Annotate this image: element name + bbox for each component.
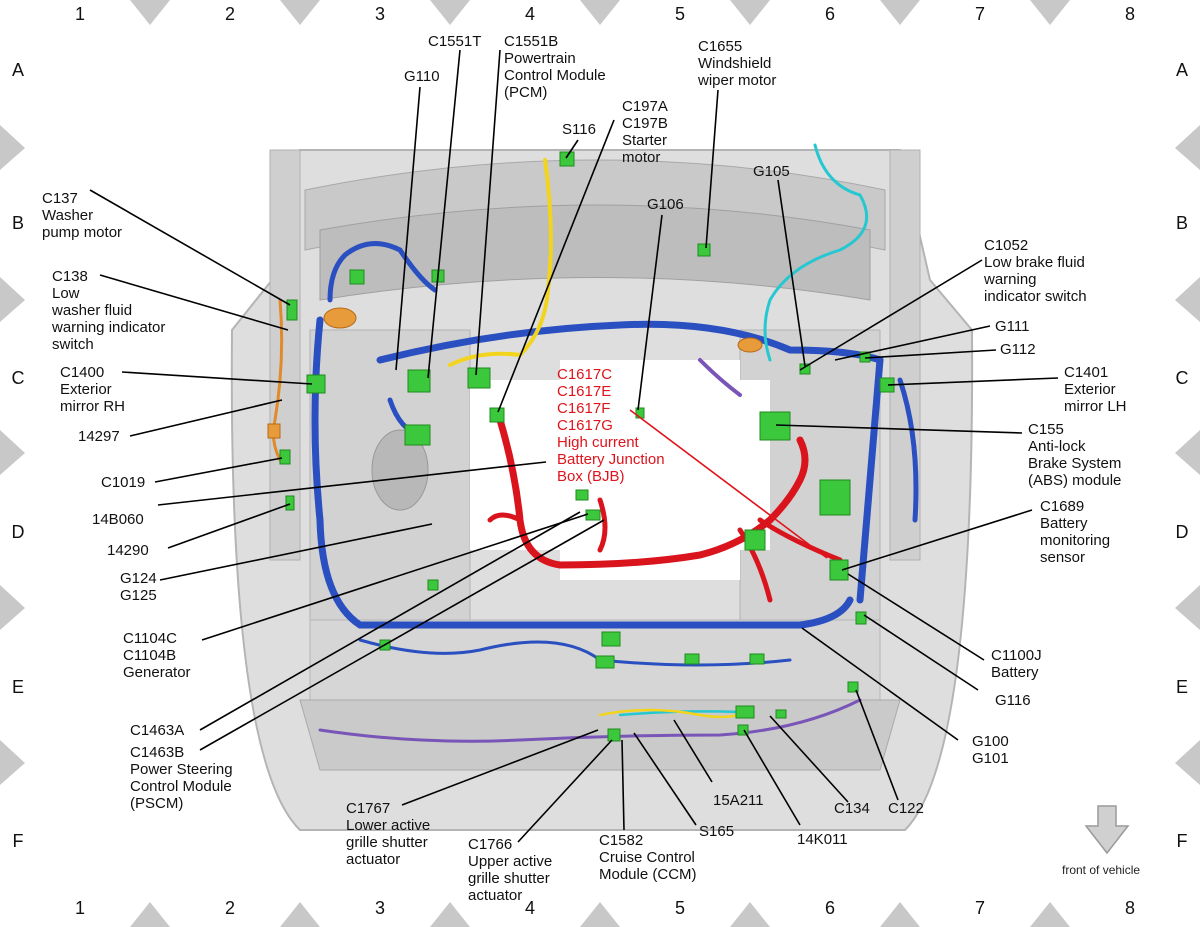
label-c1655-wiper-motor: C1655 Windshield wiper motor	[698, 38, 777, 89]
grid-row-label: B	[11, 213, 24, 233]
grid-row-label: A	[11, 60, 24, 80]
leader-lines	[89, 49, 1059, 843]
grid-column-label: 6	[824, 898, 835, 918]
label-c1100j-battery: C1100J Battery	[991, 647, 1042, 681]
label-c1400-mirror-rh: C1400 Exterior mirror RH	[60, 364, 125, 415]
label-g110: G110	[404, 68, 440, 85]
label-g116: G116	[995, 692, 1031, 709]
label-s116: S116	[562, 121, 596, 138]
grid-column-label: 7	[974, 4, 985, 24]
grid-row-label: D	[1175, 522, 1189, 542]
label-15a211: 15A211	[713, 792, 764, 809]
grid-row-label: B	[1175, 213, 1188, 233]
label-14k011: 14K011	[797, 831, 848, 848]
bjb-leader-line	[629, 409, 828, 559]
grid-row-label: F	[1176, 831, 1188, 851]
front-of-vehicle-caption: front of vehicle	[1062, 863, 1141, 877]
grid-row-label: A	[1175, 60, 1188, 80]
label-c1052-brake-fluid-switch: C1052 Low brake fluid warning indicator …	[984, 237, 1087, 305]
grid-column-label: 1	[74, 898, 85, 918]
grid-column-label: 6	[824, 4, 835, 24]
washer-parts	[267, 307, 763, 439]
label-14290: 14290	[107, 542, 149, 559]
wire-harnesses	[271, 143, 919, 743]
label-c1463a: C1463A	[130, 722, 185, 739]
front-arrow-icon	[1084, 805, 1130, 855]
grid-row-label: C	[1175, 368, 1189, 388]
connectors	[279, 151, 895, 742]
grid-column-label: 2	[224, 4, 235, 24]
vehicle-body	[230, 149, 974, 831]
grid-column-label: 8	[1124, 4, 1135, 24]
label-c1551t: C1551T	[428, 33, 482, 50]
label-g105: G105	[753, 163, 790, 180]
label-c1019: C1019	[101, 474, 146, 491]
grid-row-label: E	[11, 677, 24, 697]
label-g124-g125: G124 G125	[120, 570, 157, 604]
label-c197-starter-motor: C197A C197B Starter motor	[622, 98, 668, 166]
label-c137-washer-pump: C137 Washer pump motor	[42, 190, 123, 241]
label-c1104-generator: C1104C C1104B Generator	[123, 630, 191, 681]
label-c1689-battery-sensor: C1689 Battery monitoring sensor	[1040, 498, 1111, 566]
label-c134: C134	[834, 800, 870, 817]
label-14b060: 14B060	[92, 511, 144, 528]
label-c1767-lower-grille-shutter: C1767 Lower active grille shutter actuat…	[346, 800, 431, 868]
label-g112: G112	[1000, 341, 1036, 358]
label-s165: S165	[699, 823, 735, 840]
grid-column-label: 3	[374, 898, 385, 918]
grid-row-label: F	[12, 831, 24, 851]
grid-row-label: E	[1175, 677, 1188, 697]
grid-column-label: 2	[224, 898, 235, 918]
label-c1551b-pcm: C1551B Powertrain Control Module (PCM)	[504, 33, 606, 101]
grid-column-label: 5	[674, 898, 685, 918]
grid-row-label: C	[11, 368, 25, 388]
label-c1617-bjb: C1617C C1617E C1617F C1617G High current…	[557, 366, 665, 485]
grid-column-label: 5	[674, 4, 685, 24]
label-g111: G111	[995, 318, 1030, 335]
label-14297: 14297	[78, 428, 120, 445]
grid-column-label: 8	[1124, 898, 1135, 918]
grid-column-label: 7	[974, 898, 985, 918]
grid-column-label: 1	[74, 4, 85, 24]
label-c155-abs-module: C155 Anti-lock Brake System (ABS) module	[1028, 421, 1122, 489]
grid-column-label: 4	[524, 898, 535, 918]
label-c1463b-pscm: C1463B Power Steering Control Module (PS…	[130, 744, 233, 812]
label-c122: C122	[888, 800, 924, 817]
label-c1766-upper-grille-shutter: C1766 Upper active grille shutter actuat…	[468, 836, 553, 904]
label-g106: G106	[647, 196, 684, 213]
grid-column-label: 4	[524, 4, 535, 24]
label-c138-washer-fluid-switch: C138 Low washer fluid warning indicator …	[52, 268, 166, 353]
label-c1582-ccm: C1582 Cruise Control Module (CCM)	[599, 832, 697, 883]
label-g100-g101: G100 G101	[972, 733, 1009, 767]
grid-row-label: D	[11, 522, 25, 542]
label-c1401-mirror-lh: C1401 Exterior mirror LH	[1064, 364, 1127, 415]
grid-column-label: 3	[374, 4, 385, 24]
